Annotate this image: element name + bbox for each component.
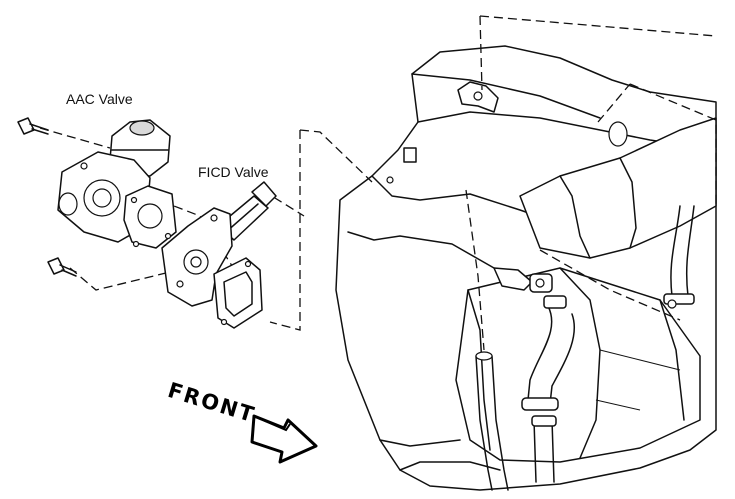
front-arrow-icon	[250, 414, 318, 464]
engine-assembly	[335, 45, 717, 491]
aac-valve-label: AAC Valve	[66, 91, 133, 107]
ficd-valve	[161, 181, 277, 329]
bolt-icon	[47, 257, 77, 277]
ficd-valve-label: FICD Valve	[198, 164, 269, 180]
bolt-icon	[17, 117, 49, 135]
aac-valve	[57, 119, 177, 249]
